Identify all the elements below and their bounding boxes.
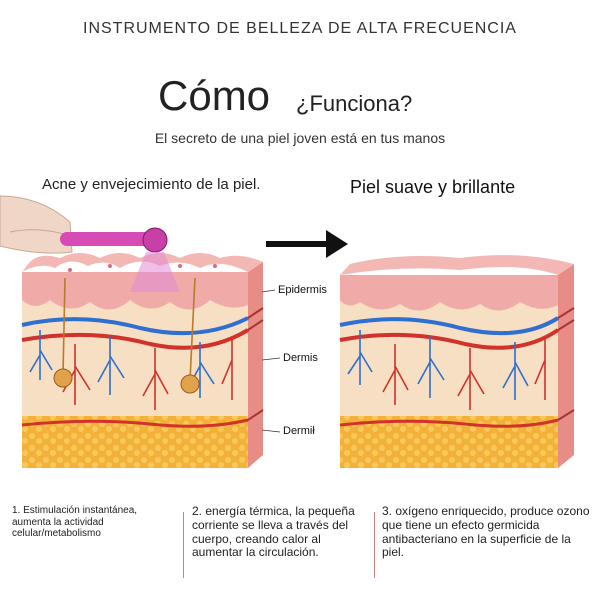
wand-handle <box>60 232 152 246</box>
after-label: Piel suave y brillante <box>350 177 516 197</box>
label-epidermis: Epidermis <box>278 284 327 296</box>
label-dermis-2: Dermił <box>283 425 315 437</box>
before-label: Acne y envejecimiento de la piel. <box>42 176 261 193</box>
tagline: El secreto de una piel joven está en tus… <box>154 130 446 146</box>
page-subtitle: ¿Funciona? <box>296 91 413 116</box>
transform-arrow <box>266 230 348 258</box>
footer-divider-2 <box>374 512 375 578</box>
footer-divider-1 <box>183 512 184 578</box>
footer-point-3: 3. oxígeno enriquecido, produce ozono qu… <box>382 504 590 560</box>
beauty-wand <box>0 195 180 292</box>
skin-block-before <box>21 253 264 468</box>
label-dermis: Dermis <box>283 352 318 364</box>
skin-block-after <box>339 255 575 468</box>
page-header: INSTRUMENTO DE BELLEZA DE ALTA FRECUENCI… <box>83 20 517 37</box>
wand-glow <box>130 252 180 292</box>
footer-point-1: 1. Estimulación instantánea, aumenta la … <box>12 505 138 539</box>
page-title: Cómo <box>158 72 271 119</box>
footer-point-2: 2. energía térmica, la pequeña corriente… <box>192 504 355 560</box>
dermis-layer <box>22 300 248 416</box>
